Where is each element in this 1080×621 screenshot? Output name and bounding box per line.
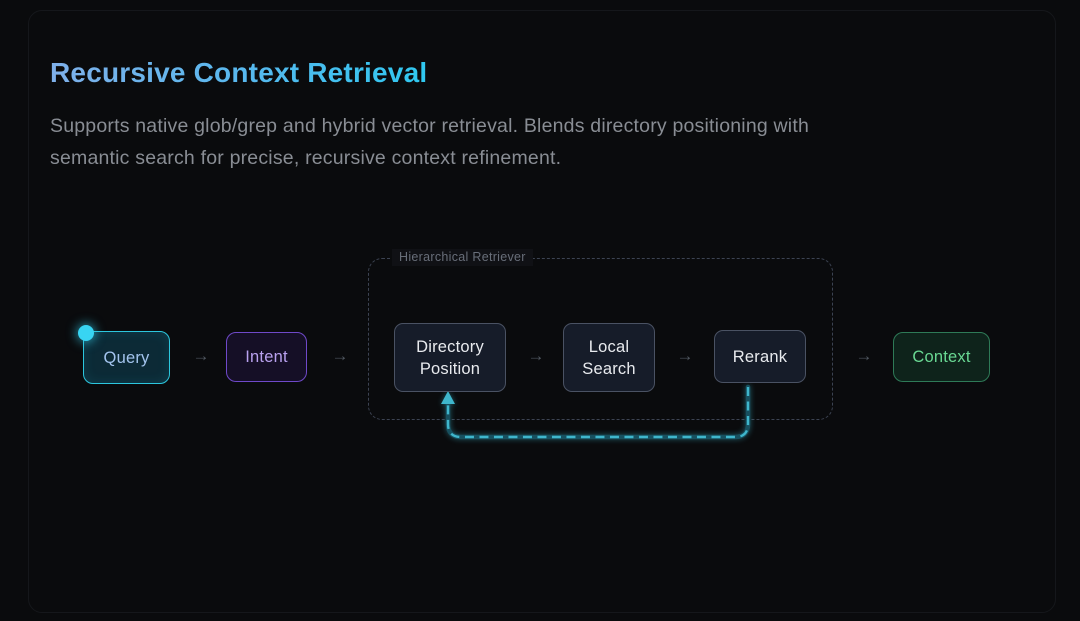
page-subtitle: Supports native glob/grep and hybrid vec… [50,111,809,174]
node-local-search-label: Local Search [582,337,636,378]
node-directory-position: Directory Position [394,323,506,392]
hierarchical-retriever-group-label: Hierarchical Retriever [392,249,533,266]
node-intent: Intent [226,332,307,382]
page-title: Recursive Context Retrieval [50,57,428,88]
node-directory-position-label: Directory Position [416,337,484,378]
subtitle-line-1: Supports native glob/grep and hybrid vec… [50,115,809,137]
arrow-directory-to-local-icon: → [527,346,545,365]
node-context: Context [893,332,990,382]
arrow-retriever-to-context-icon: → [855,346,873,365]
arrow-local-to-rerank-icon: → [676,346,694,365]
node-query: Query [83,331,170,384]
node-rerank: Rerank [714,330,806,383]
query-highlight-dot [78,325,94,341]
node-local-search: Local Search [563,323,655,392]
arrow-query-to-intent-icon: → [192,346,210,365]
arrow-intent-to-retriever-icon: → [331,346,349,365]
subtitle-line-2: semantic search for precise, recursive c… [50,146,562,169]
